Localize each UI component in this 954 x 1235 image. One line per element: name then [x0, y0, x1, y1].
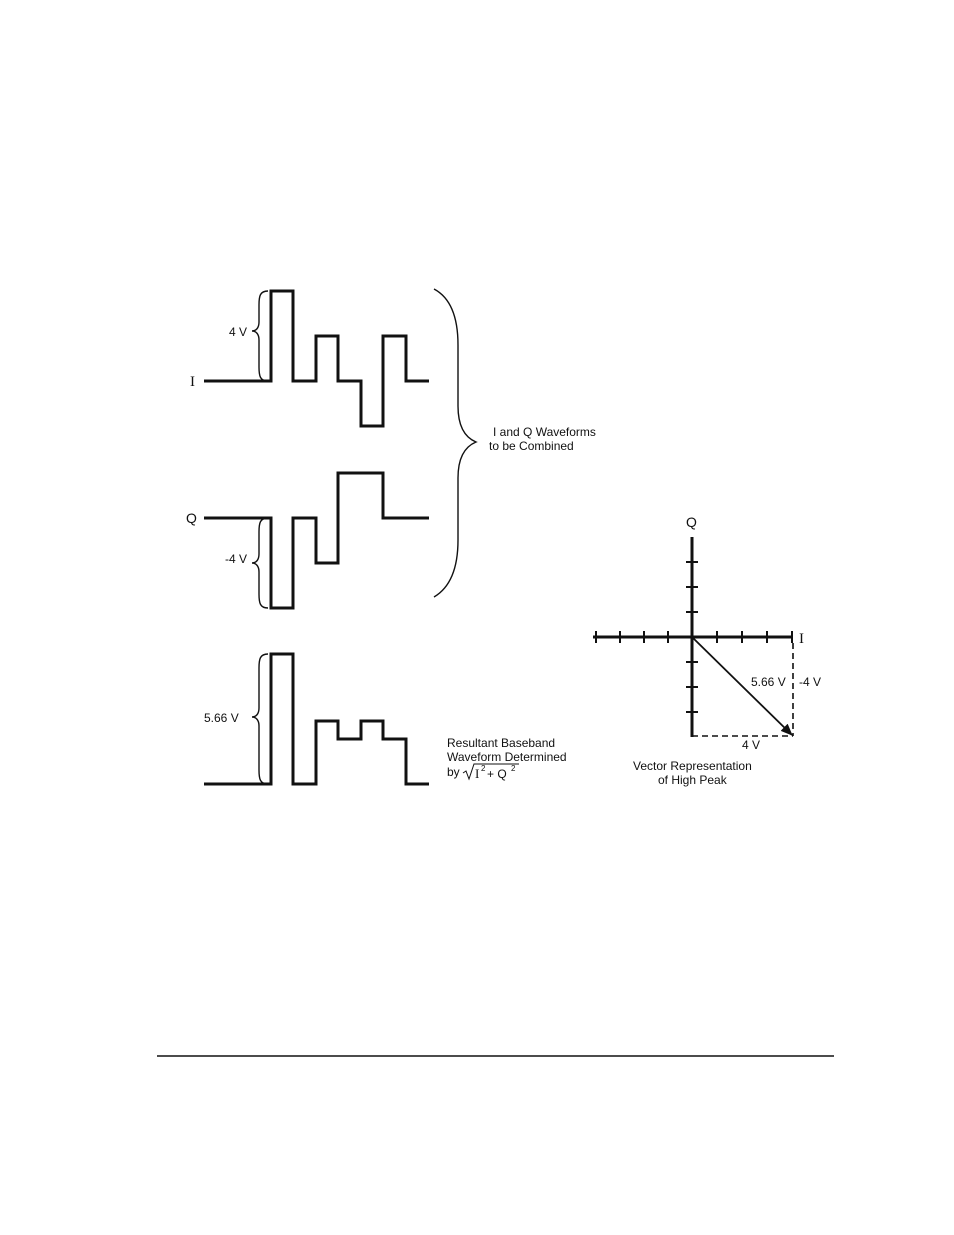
vector-diagram-group: Q I 5.66 V -4 V 4 V Vector Representatio… — [593, 514, 821, 787]
q-amplitude-brace — [252, 518, 268, 608]
resultant-caption-line2: Waveform Determined — [447, 750, 567, 764]
i-amplitude-label: 4 V — [229, 325, 247, 339]
combine-note-line1: I and Q Waveforms — [493, 425, 596, 439]
q-waveform-group: Q -4 V — [186, 473, 429, 608]
formula-i-exponent: 2 — [481, 764, 486, 773]
q-waveform — [204, 473, 429, 608]
resultant-caption-line1: Resultant Baseband — [447, 736, 555, 750]
i-component-label: 4 V — [742, 738, 760, 752]
q-component-label: -4 V — [799, 675, 821, 689]
resultant-amplitude-brace — [252, 654, 268, 784]
vector-magnitude-label: 5.66 V — [751, 675, 786, 689]
i-amplitude-brace — [252, 291, 268, 381]
q-trace-label: Q — [186, 510, 197, 526]
formula-q-exponent: 2 — [511, 764, 516, 773]
combine-brace — [434, 289, 476, 597]
vector-caption-line1: Vector Representation — [633, 759, 752, 773]
q-axis-label: Q — [686, 514, 697, 530]
i-waveform — [204, 291, 429, 426]
formula-i: I — [475, 766, 479, 781]
vector-caption-line2: of High Peak — [658, 773, 728, 787]
i-trace-label: I — [190, 374, 195, 390]
q-amplitude-label: -4 V — [225, 552, 247, 566]
formula-plus-q: + Q — [487, 767, 507, 781]
resultant-amplitude-label: 5.66 V — [204, 711, 239, 725]
combine-note-line2: to be Combined — [489, 439, 574, 453]
i-waveform-group: I 4 V — [190, 291, 429, 426]
resultant-waveform-group: 5.66 V Resultant Baseband Waveform Deter… — [204, 654, 567, 784]
i-axis-label: I — [799, 631, 804, 647]
resultant-caption-by: by — [447, 765, 460, 779]
